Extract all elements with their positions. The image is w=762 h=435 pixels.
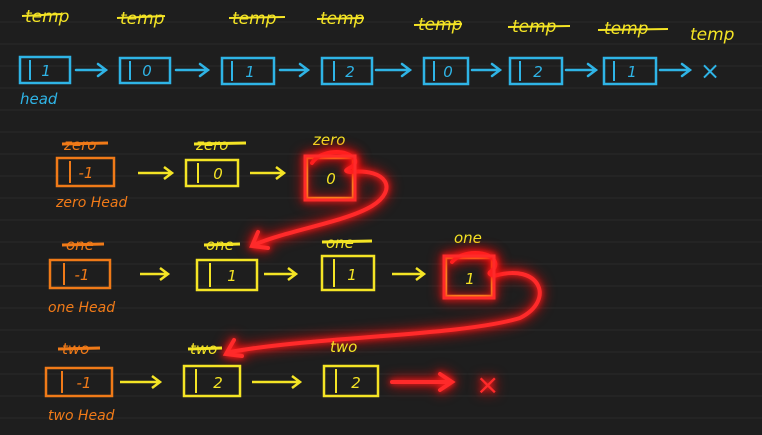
- temp-strikes: [21, 13, 669, 31]
- next-arrow: [264, 267, 299, 281]
- list-node: [220, 56, 276, 86]
- node-value: 0: [326, 170, 336, 188]
- null-symbol: ×: [700, 57, 720, 85]
- zero-tail-node: [305, 156, 355, 200]
- null-arrow: [390, 372, 456, 392]
- zero-node: [184, 158, 240, 188]
- temp-label: temp: [25, 7, 70, 27]
- next-arrow: [120, 375, 163, 389]
- next-arrow: [392, 267, 427, 281]
- node-value: 0: [142, 62, 152, 80]
- zero-head-label: zero Head: [55, 195, 127, 211]
- one-list: one one one one -1 1 1 1 one Head: [48, 229, 494, 316]
- next-arrow: [250, 166, 287, 180]
- ruled-lines: [0, 21, 762, 419]
- zero-list: zero zero zero -1 0 0 zero Head: [55, 131, 355, 211]
- node-value: -1: [79, 164, 94, 182]
- list-node: [508, 56, 564, 86]
- list-node: [422, 56, 470, 86]
- one-node: [195, 258, 259, 292]
- top-list: temp temp temp temp temp temp temp temp: [18, 7, 735, 108]
- two-list: two two two -1 2 2 × two Head: [44, 338, 499, 424]
- node-value: 0: [213, 165, 223, 183]
- temp-label: temp: [232, 9, 277, 29]
- temp-labels: temp temp temp temp temp temp temp temp: [25, 7, 735, 45]
- node-value: 1: [245, 63, 255, 81]
- one-tail-highlight: [442, 254, 496, 300]
- two-dummy-node: [44, 366, 114, 398]
- node-value: 0: [443, 63, 453, 81]
- node-value: 2: [213, 374, 223, 392]
- node-value: -1: [75, 266, 90, 284]
- node-value: 1: [41, 62, 51, 80]
- next-arrow: [252, 375, 303, 389]
- node-value: 1: [627, 63, 637, 81]
- next-arrows: [74, 62, 693, 78]
- list-node: [320, 56, 374, 86]
- two-tail-node: [322, 364, 380, 398]
- list-node: [118, 56, 172, 85]
- one-dummy-node: [48, 258, 112, 290]
- zero-dummy-node: [55, 156, 116, 188]
- two-node: [182, 364, 242, 398]
- temp-label-current: temp: [690, 25, 735, 45]
- two-head-label: two Head: [48, 408, 115, 424]
- zero-label-current: zero: [312, 131, 345, 149]
- one-node: [320, 254, 376, 292]
- one-label-current: one: [454, 229, 482, 247]
- list-node: [602, 56, 658, 86]
- zero-tail-highlight: [303, 154, 357, 202]
- null-symbol: ×: [476, 368, 499, 401]
- head-label: head: [20, 90, 58, 108]
- list-node: [18, 55, 72, 85]
- node-value: 1: [465, 270, 475, 288]
- node-value: 2: [533, 63, 543, 81]
- one-head-label: one Head: [48, 300, 115, 316]
- node-value: 2: [345, 63, 355, 81]
- node-value: 2: [351, 374, 361, 392]
- node-value: 1: [347, 266, 357, 284]
- next-arrow: [138, 166, 175, 180]
- node-value: -1: [77, 374, 92, 392]
- temp-label: temp: [120, 9, 165, 29]
- two-label-current: two: [330, 338, 357, 356]
- node-value: 1: [227, 267, 237, 285]
- next-arrow: [140, 267, 171, 281]
